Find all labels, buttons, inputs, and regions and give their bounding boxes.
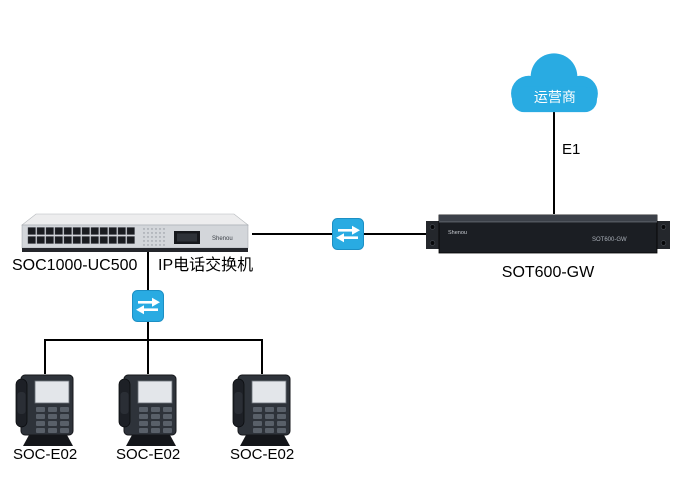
phone-screen: [137, 380, 173, 404]
phone-screen: [34, 380, 70, 404]
phone-label-3: SOC-E02: [230, 446, 295, 463]
phone-device-1: [13, 372, 77, 448]
vent-dots: [143, 228, 165, 246]
rack-ear-left: [426, 221, 439, 249]
switch-arrows-glyph: [336, 225, 360, 243]
gateway-panel-brand: Shenou: [448, 230, 467, 236]
phone-screen: [251, 380, 287, 404]
ip-pbx-switch-device: Shenou: [20, 212, 252, 254]
gateway-label: SOT600-GW: [501, 264, 595, 281]
e1-link-label: E1: [562, 141, 581, 158]
ethernet-ports: [27, 227, 135, 244]
phone-keypad: [139, 407, 172, 433]
rack-ear-right: [657, 221, 670, 249]
cloud-icon: 运营商: [511, 53, 598, 113]
phone-device-2: [116, 372, 180, 448]
switch-bottom-edge: [22, 248, 248, 252]
switch-icon-wan: [332, 218, 364, 250]
phone-label-2: SOC-E02: [116, 446, 181, 463]
switch-label: SOC1000-UC500: [12, 257, 138, 274]
switch-panel-brand: Shenou: [212, 236, 233, 242]
switch-icon-lan: [132, 290, 164, 322]
phone-stand: [126, 435, 176, 446]
phone-stand: [240, 435, 290, 446]
switch-sublabel: IP电话交换机: [158, 257, 254, 274]
gateway-device: Shenou SOT600-GW: [426, 210, 670, 256]
phone-device-3: [230, 372, 294, 448]
phone-keypad: [36, 407, 69, 433]
phone-label-1: SOC-E02: [13, 446, 78, 463]
phone-stand: [23, 435, 73, 446]
switch-top-face: [21, 213, 249, 226]
carrier-cloud-label: 运营商: [534, 89, 576, 105]
gateway-panel-model: SOT600-GW: [592, 237, 627, 243]
carrier-cloud: 运营商: [498, 46, 610, 126]
phone-keypad: [253, 407, 286, 433]
rack-screws: [429, 224, 667, 246]
switch-arrows-glyph: [136, 297, 160, 315]
